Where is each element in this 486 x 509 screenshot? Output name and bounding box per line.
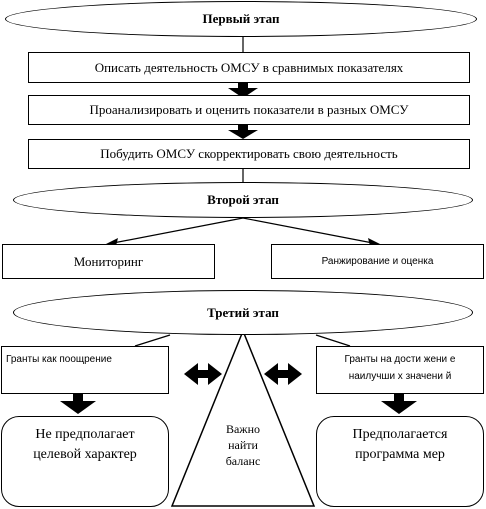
- double-arrow-icon: [264, 363, 302, 385]
- step-text: Побудить ОМСУ скорректировать свою деяте…: [100, 146, 398, 161]
- balance-triangle: [170, 329, 316, 507]
- stage1-step-1: Описать деятельность ОМСУ в сравнимых по…: [28, 52, 470, 83]
- not-targeted-line2: целевой характер: [33, 447, 137, 462]
- down-arrow-icon: [228, 82, 258, 98]
- grants-achievement-line2: наилучши х значени й: [348, 371, 452, 382]
- balance-line1: Важно: [225, 422, 261, 436]
- stage3-title-text: Третий этап: [207, 304, 279, 320]
- program-measures-line2: программа мер: [355, 447, 445, 462]
- ranking-label: Ранжирование и оценка: [321, 256, 434, 267]
- connector-line: [107, 217, 244, 245]
- down-arrow-icon: [228, 124, 258, 139]
- balance-label: Важно найти баланс: [203, 421, 283, 469]
- monitoring-label: Мониторинг: [73, 253, 144, 269]
- grants-reward-label: Гранты как поощрение: [6, 354, 112, 365]
- down-arrow-icon: [381, 394, 417, 414]
- step-text: Описать деятельность ОМСУ в сравнимых по…: [94, 59, 404, 75]
- monitoring-box: Мониторинг: [2, 244, 215, 279]
- connector-line: [242, 217, 379, 245]
- stage1-title-text: Первый этап: [202, 11, 280, 26]
- stage2-title-text: Второй этап: [207, 192, 279, 207]
- stage1-title: Первый этап: [5, 1, 477, 37]
- stage2-title: Второй этап: [13, 182, 473, 218]
- grants-achievement-box: Гранты на дости жени е наилучши х значен…: [316, 346, 484, 394]
- program-measures-line1: Предполагается: [352, 427, 448, 442]
- connector-line: [315, 334, 351, 347]
- down-arrow-icon: [60, 394, 96, 414]
- not-targeted-box: Не предполагает целевой характер: [1, 416, 169, 507]
- grants-achievement-line1: Гранты на дости жени е: [344, 354, 456, 365]
- stage3-title: Третий этап: [13, 290, 473, 335]
- ranking-box: Ранжирование и оценка: [271, 244, 484, 279]
- balance-line3: баланс: [225, 454, 261, 468]
- connector-line: [134, 334, 171, 347]
- step-text: Проанализировать и оценить показатели в …: [89, 102, 409, 117]
- balance-line2: найти: [228, 438, 258, 452]
- grants-reward-box: Гранты как поощрение: [1, 346, 169, 394]
- program-measures-box: Предполагается программа мер: [316, 416, 484, 507]
- not-targeted-line1: Не предполагает: [35, 427, 135, 442]
- stage1-step-2: Проанализировать и оценить показатели в …: [28, 95, 470, 125]
- double-arrow-icon: [184, 363, 222, 385]
- stage1-step-3: Побудить ОМСУ скорректировать свою деяте…: [28, 139, 470, 169]
